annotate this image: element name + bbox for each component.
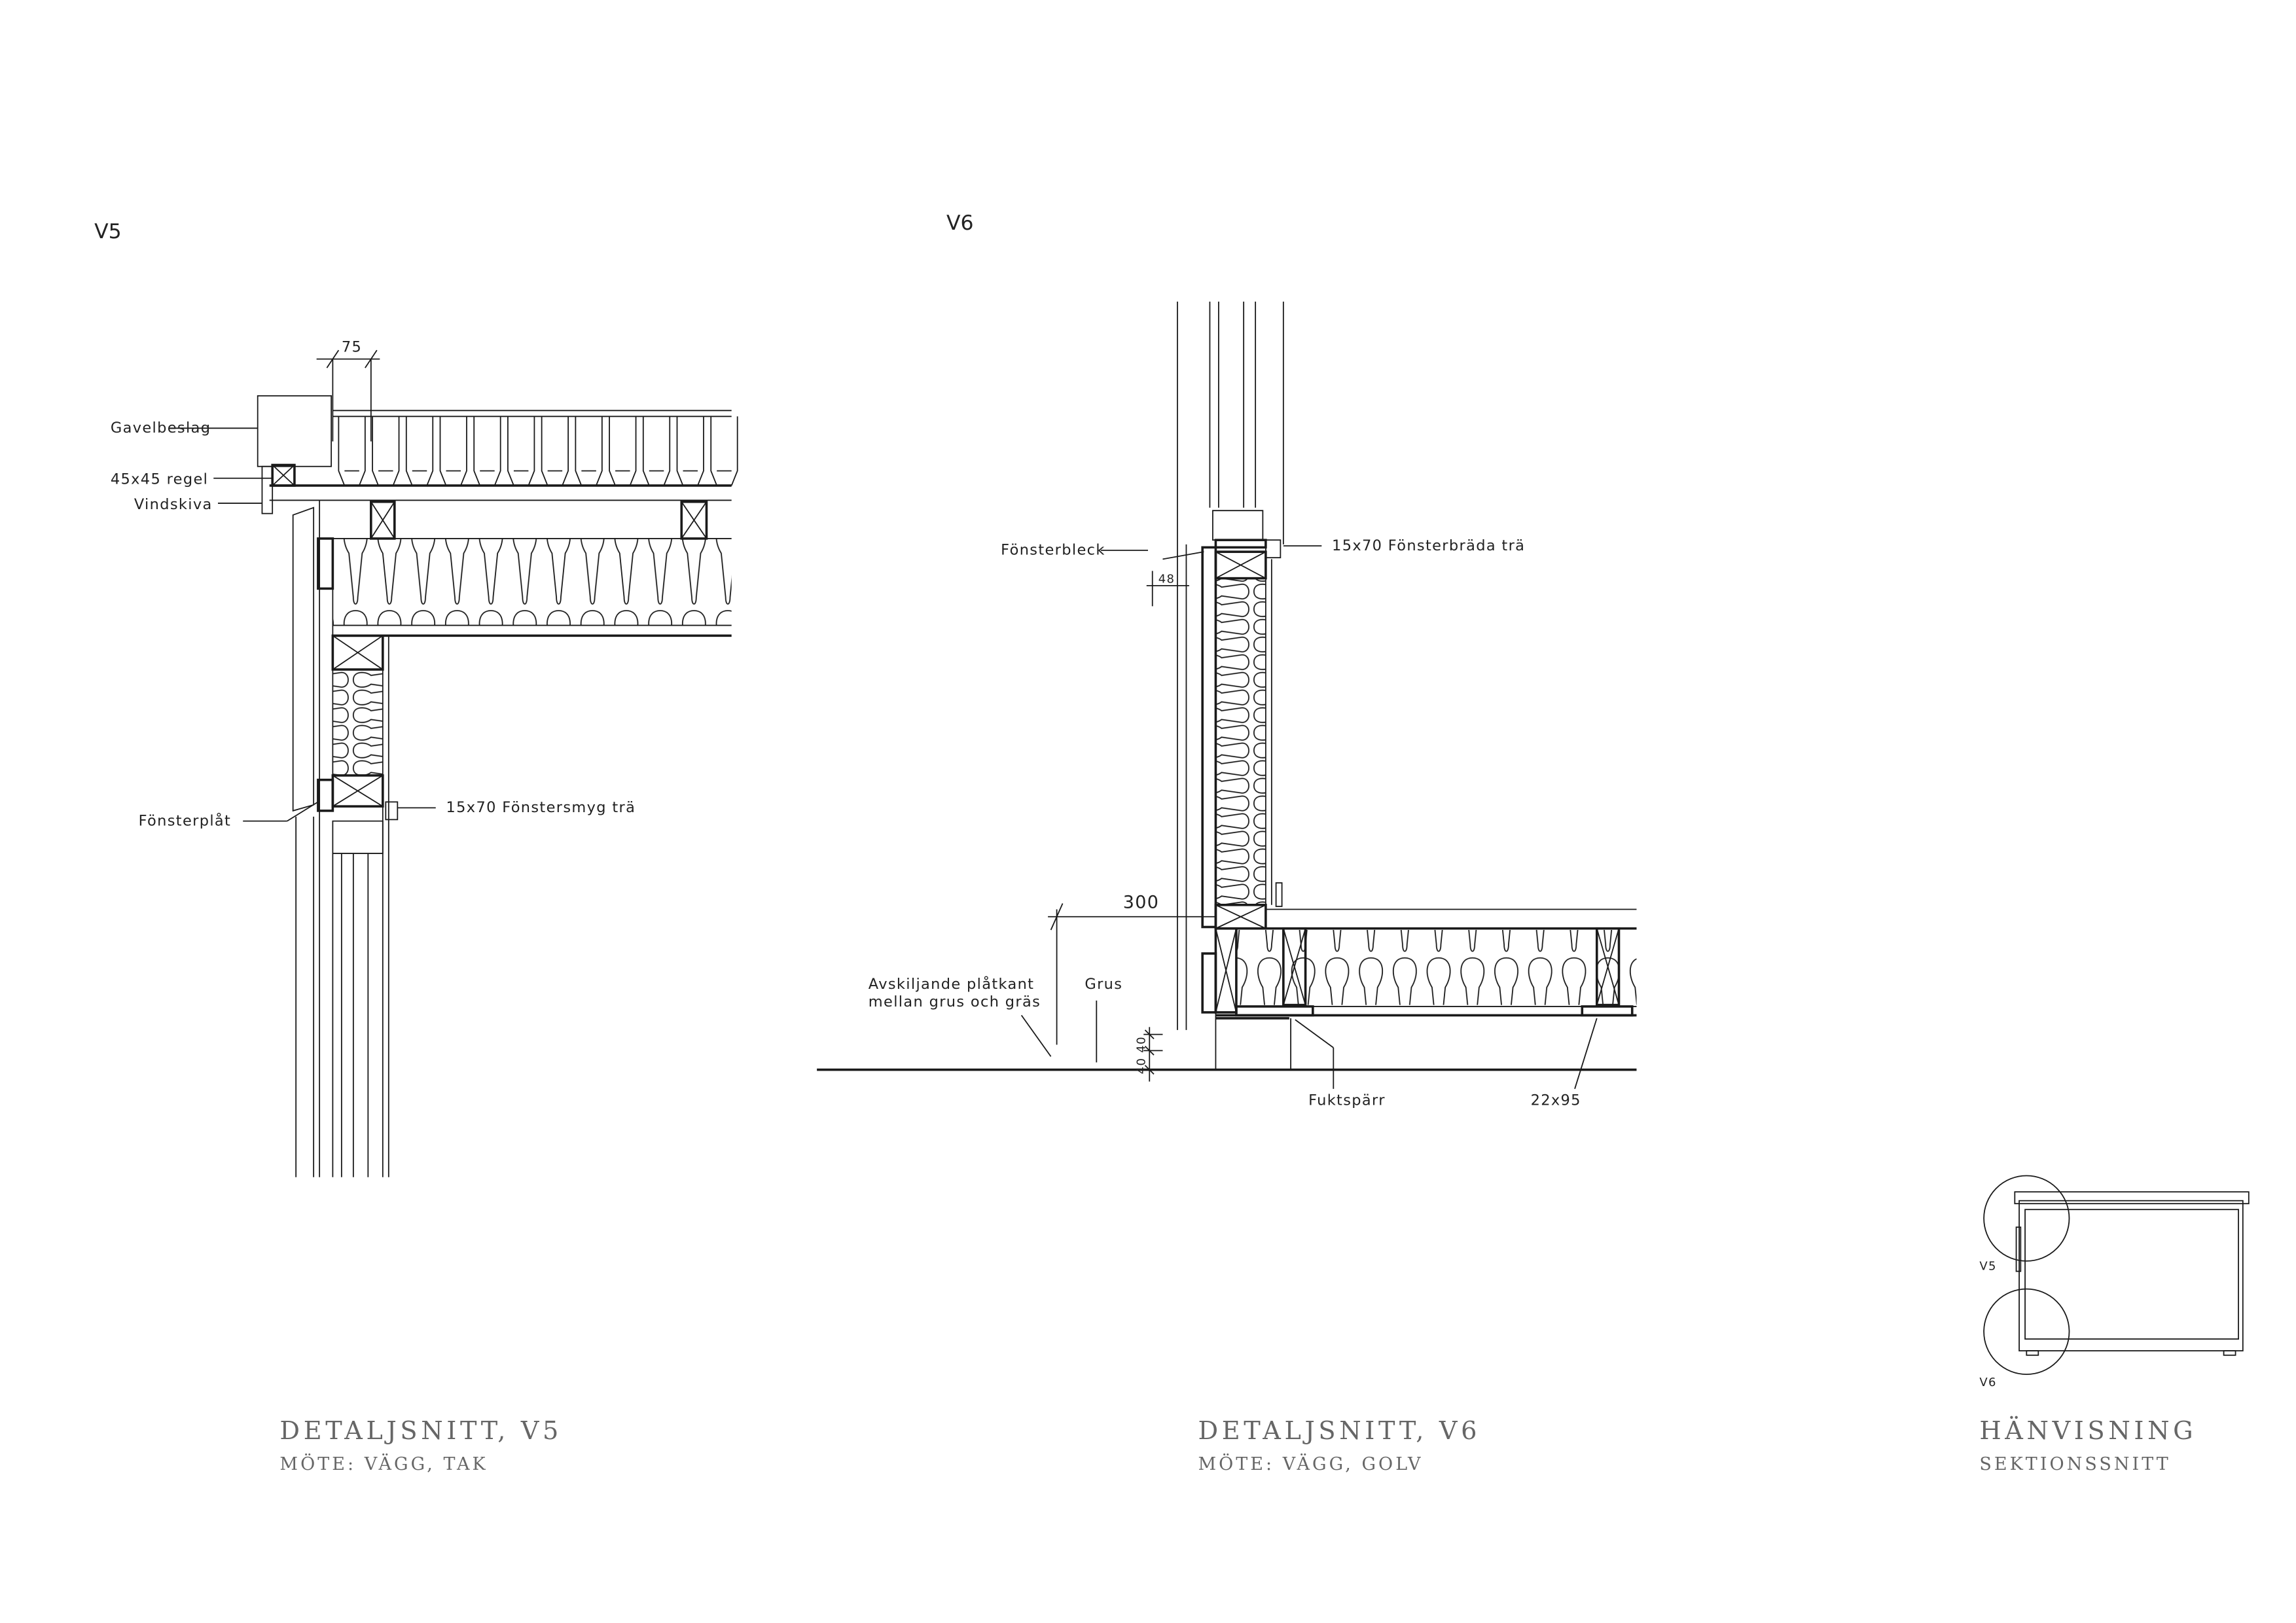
v6-detail-drawing <box>817 301 1637 1090</box>
reference-section-sketch <box>1983 1175 2250 1375</box>
v5-detail-drawing: 75 <box>169 338 738 1177</box>
roof-board <box>710 416 738 486</box>
v5-dim-75: 75 <box>342 338 362 355</box>
v5-subtitle: MÖTE: VÄGG, TAK <box>279 1452 488 1474</box>
label-platkant-line1: Avskiljande plåtkant <box>869 974 1035 993</box>
label-fonsterbrada: 15x70 Fönsterbräda trä <box>1332 537 1525 554</box>
label-platkant-line2: mellan grus och gräs <box>869 993 1041 1010</box>
reference-title: HÄNVISNING <box>1979 1416 2197 1446</box>
roof-board <box>473 416 501 486</box>
v5-marker: V5 <box>94 220 122 243</box>
roof-board <box>507 416 535 486</box>
roof-board <box>575 416 603 486</box>
label-gavelbeslag: Gavelbeslag <box>111 419 211 437</box>
reference-subtitle: SEKTIONSSNITT <box>1979 1454 2170 1474</box>
roof-board <box>405 416 434 486</box>
roof-board <box>541 416 569 486</box>
roof-board <box>642 416 671 486</box>
v6-dim-40-40: 40 40 <box>1135 1036 1149 1074</box>
label-fonsterbleck: Fönsterbleck <box>1001 542 1105 559</box>
label-45x45-regel: 45x45 regel <box>111 471 208 488</box>
reference-v5-label: V5 <box>1979 1259 1996 1273</box>
label-fonstersmyg: 15x70 Fönstersmyg trä <box>446 799 636 816</box>
roof-board <box>372 416 400 486</box>
v6-dim-48: 48 <box>1158 572 1175 586</box>
v6-marker: V6 <box>946 211 974 235</box>
roof-board <box>609 416 637 486</box>
v6-dim-300: 300 <box>1123 892 1160 912</box>
v6-title: DETALJSNITT, V6 <box>1198 1417 1480 1446</box>
label-fonsterplat: Fönsterplåt <box>139 811 232 829</box>
label-fuktsparr: Fuktspärr <box>1308 1092 1386 1109</box>
label-grus: Grus <box>1085 976 1122 993</box>
v6-subtitle: MÖTE: VÄGG, GOLV <box>1198 1452 1423 1474</box>
roof-board <box>338 416 366 486</box>
label-vindskiva: Vindskiva <box>134 496 213 513</box>
label-22x95: 22x95 <box>1531 1092 1581 1109</box>
roof-board <box>439 416 467 486</box>
roof-board <box>676 416 704 486</box>
v5-title: DETALJSNITT, V5 <box>279 1417 562 1446</box>
reference-v6-label: V6 <box>1979 1376 1996 1389</box>
